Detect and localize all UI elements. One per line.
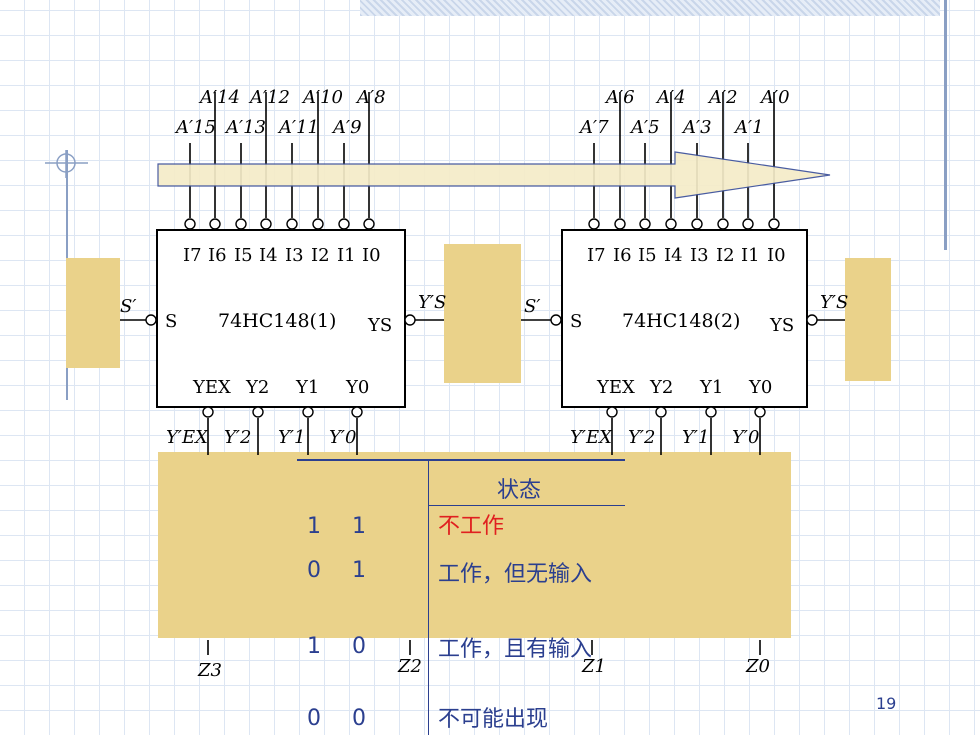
chip1-pin-label: I1: [337, 245, 356, 266]
chip1-pin-label: I7: [183, 245, 202, 266]
chip1-input-label: A′11: [277, 117, 319, 138]
chip2-pin-label: I1: [741, 245, 760, 266]
chip2-input-label: A′1: [733, 117, 764, 138]
chip2-input-label: A′6: [604, 87, 635, 108]
chip2-out-pin: Y2: [649, 377, 673, 398]
chip1-output-label: Y′2: [224, 427, 251, 448]
table-cell-a: 1: [307, 514, 321, 539]
chip2-body: [561, 229, 808, 408]
chip2-input-label: A′7: [578, 117, 609, 138]
chip1-enable-input-label: S′: [120, 296, 136, 317]
chip1-ys-pin: YS: [367, 315, 392, 336]
chip2-pin-label: I0: [767, 245, 786, 266]
right-yellow-box: [845, 258, 891, 381]
chip1-input-label: A′9: [331, 117, 362, 138]
table-cell-status: 工作，且有输入: [438, 637, 593, 662]
chip2-input-label: A′0: [759, 87, 790, 108]
chip1-pin-label: I5: [234, 245, 253, 266]
chip1-pin-label: I2: [311, 245, 330, 266]
chip1-out-pin: Y0: [345, 377, 369, 398]
chip1-name: 74HC148(1): [218, 310, 336, 332]
chip2-output-label: Y′1: [682, 427, 709, 448]
chip1-enable-pin: S: [165, 311, 177, 332]
chip1-input-label: A′15: [174, 117, 216, 138]
chip2-input-label: A′3: [681, 117, 712, 138]
chip2-pin-label: I2: [716, 245, 735, 266]
chip1-pin-label: I0: [362, 245, 381, 266]
chip2-output-label: Y′EX: [570, 427, 613, 448]
table-cell-a: 1: [307, 634, 321, 659]
table-header-rule: [428, 505, 625, 506]
table-cell-a: 0: [307, 558, 321, 583]
chip1-input-label: A′10: [301, 87, 343, 108]
table-cell-b: 0: [352, 706, 366, 731]
table-cell-a: 0: [307, 706, 321, 731]
page-number: 19: [876, 694, 897, 713]
chip2-enable-input-label: S′: [524, 296, 540, 317]
table-yellow-box: [158, 452, 791, 638]
chip1-output-label: Y′EX: [166, 427, 209, 448]
z-output-label: Z0: [745, 656, 770, 677]
chip2-ys-output-label: Y′S: [820, 292, 848, 313]
chip2-output-label: Y′2: [628, 427, 655, 448]
left-yellow-box: [66, 258, 120, 368]
chip2-enable-pin: S: [570, 311, 582, 332]
chip2-out-pin: YEX: [596, 377, 635, 398]
chip2-ys-pin: YS: [769, 315, 794, 336]
chip2-pin-label: I5: [638, 245, 657, 266]
chip1-pin-label: I6: [208, 245, 227, 266]
chip1-out-pin: Y2: [245, 377, 269, 398]
chip1-input-label: A′14: [198, 87, 240, 108]
table-cell-b: 0: [352, 634, 366, 659]
chip1-input-label: A′13: [224, 117, 266, 138]
table-top-rule: [297, 459, 625, 461]
chip2-input-label: A′2: [707, 87, 738, 108]
table-cell-status: 不可能出现: [438, 707, 549, 732]
right-decor-line: [944, 0, 947, 250]
chip2-input-label: A′5: [629, 117, 660, 138]
chip1-out-pin: YEX: [192, 377, 231, 398]
crosshair-icon: [45, 150, 88, 178]
chip1-pin-label: I3: [285, 245, 304, 266]
z-output-label: Z1: [581, 656, 606, 677]
chip1-pin-label: I4: [259, 245, 278, 266]
direction-arrow: [157, 151, 831, 199]
table-cell-status: 不工作: [438, 514, 505, 539]
z-output-label: Z2: [397, 656, 422, 677]
chip1-input-label: A′12: [248, 87, 290, 108]
middle-yellow-box: [444, 244, 521, 383]
table-header-status: 状态: [497, 478, 542, 503]
chip2-name: 74HC148(2): [622, 310, 740, 332]
table-cell-status: 工作，但无输入: [438, 562, 593, 587]
top-decor-band: [360, 0, 940, 16]
table-column-divider: [428, 459, 429, 735]
chip1-out-pin: Y1: [295, 377, 319, 398]
chip1-ys-output-label: Y′S: [418, 292, 446, 313]
chip2-pin-label: I4: [664, 245, 683, 266]
chip2-out-pin: Y1: [699, 377, 723, 398]
chip2-pin-label: I3: [690, 245, 709, 266]
chip2-output-label: Y′0: [732, 427, 759, 448]
chip1-output-label: Y′1: [278, 427, 305, 448]
z-output-label: Z3: [197, 660, 222, 681]
chip2-out-pin: Y0: [748, 377, 772, 398]
chip1-output-label: Y′0: [329, 427, 356, 448]
chip1-body: [156, 229, 406, 408]
chip1-input-label: A′8: [355, 87, 386, 108]
table-cell-b: 1: [352, 558, 366, 583]
chip2-pin-label: I7: [587, 245, 606, 266]
chip2-pin-label: I6: [613, 245, 632, 266]
chip2-input-label: A′4: [655, 87, 686, 108]
table-cell-b: 1: [352, 514, 366, 539]
